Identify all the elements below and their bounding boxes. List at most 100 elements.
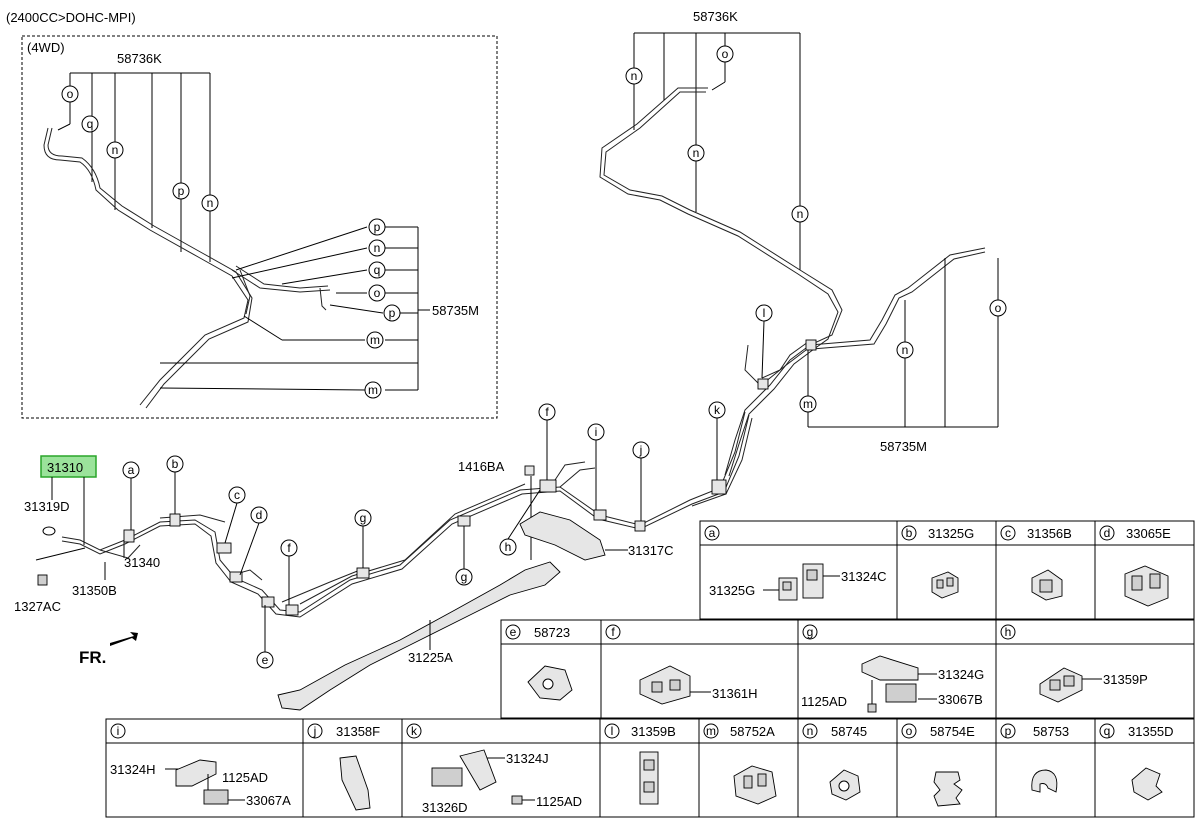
inset-callout-n2: n	[201, 194, 219, 212]
svg-text:58752A: 58752A	[730, 724, 775, 739]
inset-callout-p: p	[172, 182, 190, 200]
svg-text:n: n	[797, 207, 804, 221]
pipe-protector-31225A	[277, 561, 561, 711]
svg-text:g: g	[807, 625, 814, 639]
main-run-clips	[123, 339, 817, 616]
inset-brake-pipes	[43, 127, 331, 409]
svg-text:31326D: 31326D	[422, 800, 468, 815]
svg-text:l: l	[611, 724, 614, 738]
svg-text:33067B: 33067B	[938, 692, 983, 707]
inset-callout-q2: q	[368, 261, 386, 279]
svg-text:k: k	[411, 724, 418, 738]
inset-callout-o: o	[61, 85, 79, 103]
legend-cell-n: n 58745	[802, 723, 867, 801]
inset-callout-n3: n	[368, 239, 386, 257]
right-58735M-label: 58735M	[880, 439, 927, 454]
inset-4wd-label: (4WD)	[27, 40, 65, 55]
callout-c: c	[228, 486, 246, 504]
main-part-label[interactable]: 31310	[47, 460, 83, 475]
top-callout-n2: n	[687, 144, 705, 162]
svg-text:e: e	[262, 653, 269, 667]
svg-text:58753: 58753	[1033, 724, 1069, 739]
label-1416BA: 1416BA	[458, 459, 505, 474]
svg-text:h: h	[505, 540, 512, 554]
inset-58736K-label: 58736K	[117, 51, 162, 66]
callout-h: h	[499, 538, 517, 556]
legend-cell-d: d 33065E	[1099, 525, 1171, 607]
main-part-highlight[interactable]	[40, 455, 97, 478]
legend-cell-g: g 31324G 1125AD 33067B	[801, 624, 984, 713]
inset-callout-m: m	[366, 331, 384, 349]
svg-text:33067A: 33067A	[246, 793, 291, 808]
svg-text:n: n	[807, 724, 814, 738]
leader-1327AC	[35, 547, 86, 561]
svg-text:a: a	[709, 526, 716, 540]
right-bracket-58735M	[807, 258, 999, 428]
top-callout-n: n	[625, 67, 643, 85]
top-right-pipes	[599, 87, 986, 477]
top-callout-o2: o	[989, 299, 1007, 317]
svg-text:n: n	[112, 143, 119, 157]
svg-text:f: f	[611, 625, 615, 639]
svg-text:31324H: 31324H	[110, 762, 156, 777]
callout-d: d	[250, 506, 268, 524]
seal-ring	[42, 526, 56, 536]
callout-f2: f	[538, 403, 556, 421]
svg-text:p: p	[178, 184, 185, 198]
svg-text:1125AD: 1125AD	[801, 694, 847, 709]
svg-text:58754E: 58754E	[930, 724, 975, 739]
callout-j: j	[632, 441, 650, 459]
svg-text:n: n	[693, 146, 700, 160]
label-31317C: 31317C	[628, 543, 674, 558]
svg-text:31325G: 31325G	[709, 583, 755, 598]
callout-g: g	[354, 509, 372, 527]
svg-text:o: o	[906, 724, 913, 738]
legend-cell-o: o 58754E	[901, 723, 975, 807]
main-brake-pipes	[61, 411, 753, 618]
callout-f: f	[280, 539, 298, 557]
legend-cell-h: h 31359P	[1000, 624, 1148, 703]
svg-text:n: n	[207, 196, 214, 210]
svg-text:33065E: 33065E	[1126, 526, 1171, 541]
front-arrow-icon	[110, 632, 138, 646]
legend-cell-f: f 31361H	[605, 624, 758, 705]
svg-text:n: n	[631, 69, 638, 83]
inset-right-bracket	[159, 226, 430, 391]
svg-text:o: o	[995, 301, 1002, 315]
svg-text:l: l	[763, 306, 766, 320]
inset-top-bracket	[57, 72, 211, 262]
callout-g2: g	[455, 568, 473, 586]
svg-text:i: i	[117, 724, 120, 738]
svg-text:d: d	[1104, 526, 1111, 540]
svg-text:f: f	[545, 405, 549, 419]
svg-text:p: p	[374, 220, 381, 234]
svg-text:1125AD: 1125AD	[536, 794, 582, 809]
leader-d	[239, 522, 260, 576]
svg-text:m: m	[706, 724, 716, 738]
nut-1327AC	[37, 574, 48, 586]
inset-callout-p2: p	[368, 218, 386, 236]
legend-cell-q: q 31355D	[1099, 723, 1174, 801]
callout-i: i	[587, 423, 605, 441]
svg-text:58745: 58745	[831, 724, 867, 739]
inset-callout-o2: o	[368, 284, 386, 302]
legend-cell-j: j 31358F	[307, 723, 380, 811]
svg-text:31356B: 31356B	[1027, 526, 1072, 541]
main-part-leaders	[51, 477, 85, 545]
svg-text:31324C: 31324C	[841, 569, 887, 584]
top-58736K-label: 58736K	[693, 9, 738, 24]
inset-callout-p3: p	[383, 304, 401, 322]
svg-text:d: d	[256, 508, 263, 522]
legend-cell-k: k 31324J 31326D 1125AD	[406, 723, 582, 815]
svg-text:q: q	[87, 117, 94, 131]
svg-text:m: m	[803, 397, 813, 411]
callout-a: a	[122, 461, 140, 479]
svg-text:1125AD: 1125AD	[222, 770, 268, 785]
svg-text:i: i	[595, 425, 598, 439]
svg-text:e: e	[510, 625, 517, 639]
top-callout-n3: n	[791, 205, 809, 223]
label-31340: 31340	[124, 555, 160, 570]
svg-text:31359B: 31359B	[631, 724, 676, 739]
svg-text:k: k	[714, 403, 721, 417]
